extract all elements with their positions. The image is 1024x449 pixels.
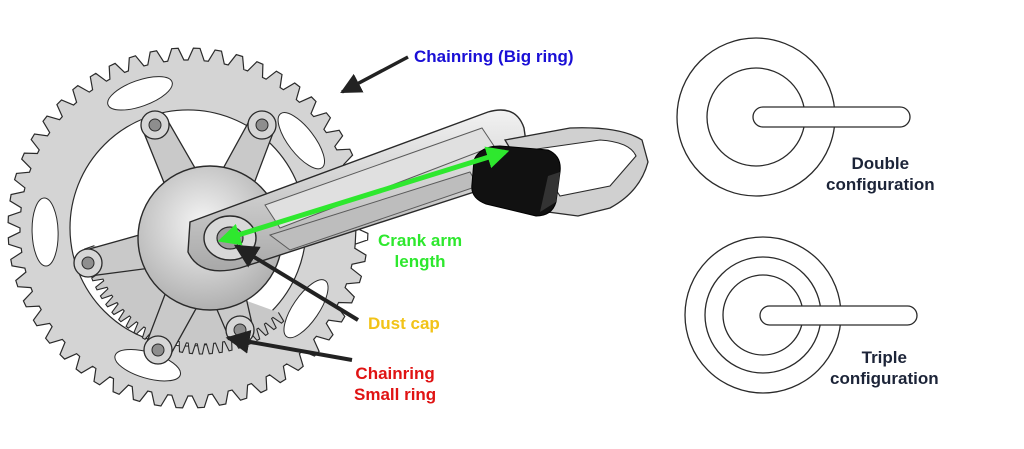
- double-configuration-label: Double configuration: [826, 153, 935, 195]
- chainring-bolt-hole: [255, 118, 269, 132]
- crank-arm-length-label-line2: length: [394, 252, 446, 271]
- big-ring-label: Chainring (Big ring): [414, 46, 574, 67]
- triple-crank-icon: [759, 305, 918, 326]
- chainring-bolt-hole: [81, 256, 95, 270]
- chainring-cutout: [31, 197, 59, 267]
- chainring-bolt-hole: [151, 343, 165, 357]
- triple-configuration-label-line1: Triple: [861, 348, 907, 367]
- double-configuration-schematic: [676, 37, 911, 197]
- small-ring-pointer-arrow: [225, 329, 353, 362]
- big-ring-label-text: Chainring (Big ring): [414, 47, 574, 66]
- small-ring-label-line2: Small ring: [354, 385, 437, 404]
- dust-cap-label: Dust cap: [368, 313, 440, 334]
- triple-configuration-label: Triple configuration: [830, 347, 939, 389]
- crank-arm-length-label-line1: Crank arm: [378, 231, 463, 250]
- double-configuration-label-line1: Double: [851, 154, 910, 173]
- big-chainring-cutouts: [31, 76, 329, 382]
- double-configuration-label-line2: configuration: [826, 175, 935, 194]
- chainring-cutout: [107, 76, 173, 111]
- crank-arm-length-label: Crank arm length: [378, 230, 462, 272]
- chainring-bolt-hole: [233, 323, 247, 337]
- dust-cap-label-text: Dust cap: [368, 314, 440, 333]
- big-ring-pointer-arrow: [340, 55, 409, 94]
- small-ring-label: Chainring Small ring: [354, 363, 436, 405]
- triple-configuration-schematic: [684, 236, 918, 394]
- double-crank-icon: [752, 106, 911, 128]
- chainring-bolt-hole: [148, 118, 162, 132]
- triple-configuration-label-line2: configuration: [830, 369, 939, 388]
- small-ring-label-line1: Chainring: [355, 364, 435, 383]
- dust-cap-pointer-arrow: [233, 244, 360, 322]
- crank-arm-length-arrow: [217, 146, 510, 246]
